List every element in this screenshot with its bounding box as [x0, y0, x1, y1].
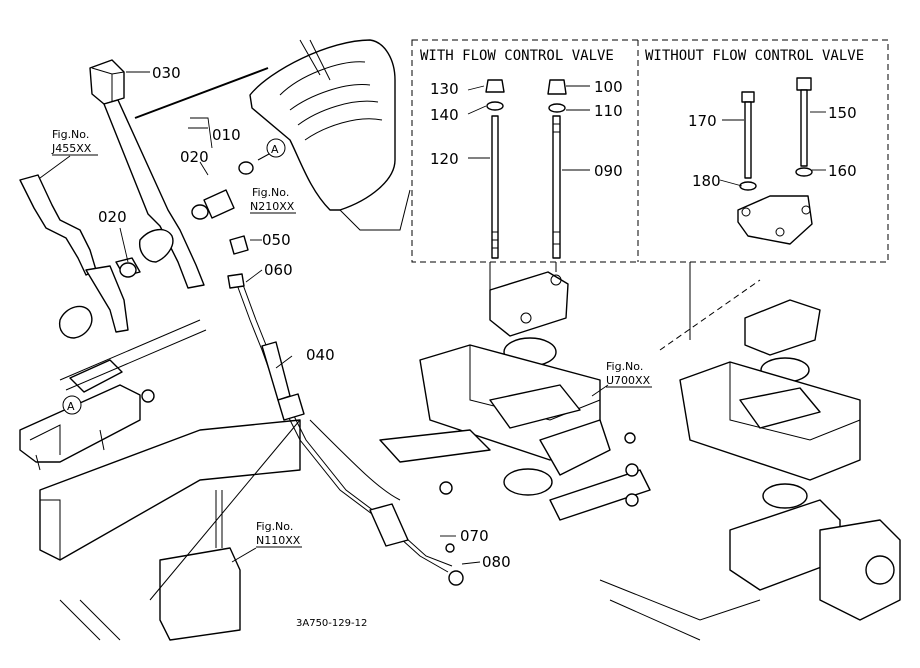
ref-j455-number: J455XX [51, 142, 92, 155]
part-070: 070 [460, 527, 489, 545]
part-090: 090 [594, 162, 623, 180]
bushings [119, 147, 281, 278]
valve-block-with-flow-control [379, 262, 651, 521]
part-030: 030 [152, 64, 181, 82]
callout-a-left: A [62, 395, 82, 415]
part-labels: 030 010 020 020 050 060 040 070 080 130 … [98, 64, 857, 571]
callout-a-top: A [266, 138, 286, 158]
part-110: 110 [594, 102, 623, 120]
part-130: 130 [430, 80, 459, 98]
part-020-upper: 020 [180, 148, 209, 166]
part-060: 060 [264, 261, 293, 279]
lower-bracket [19, 319, 301, 561]
ref-u700-number: U700XX [606, 374, 651, 387]
ref-n210-number: N210XX [250, 200, 295, 213]
ref-n110-number: N110XX [256, 534, 301, 547]
with-flow-control-title: WITH FLOW CONTROL VALVE [420, 48, 614, 64]
cable-040 [149, 235, 464, 601]
inset-parts-with-flow-control [485, 79, 567, 259]
fender-cover [249, 39, 411, 231]
part-180: 180 [692, 172, 721, 190]
ref-n110-fig-label: Fig.No. [256, 520, 293, 533]
part-140: 140 [430, 106, 459, 124]
ref-n110: Fig.No. N110XX [231, 520, 302, 563]
without-flow-control-title: WITHOUT FLOW CONTROL VALVE [645, 48, 864, 64]
ref-n210: Fig.No. N210XX [250, 186, 296, 214]
ref-n210-fig-label: Fig.No. [252, 186, 289, 199]
drawing-code: 3A750-129-12 [296, 618, 367, 629]
inset-panel: WITH FLOW CONTROL VALVE WITHOUT FLOW CON… [411, 39, 889, 263]
inset-parts-without-flow-control [737, 77, 813, 245]
valve-block-without-flow-control [599, 262, 901, 641]
leader-lines [119, 71, 826, 565]
callout-a-top-label: A [271, 143, 279, 156]
part-050: 050 [262, 231, 291, 249]
part-160: 160 [828, 162, 857, 180]
part-120: 120 [430, 150, 459, 168]
part-150: 150 [828, 104, 857, 122]
ref-j455: Fig.No. J455XX [39, 128, 98, 179]
lower-frame [59, 490, 241, 641]
left-lever-assembly [19, 174, 141, 339]
ref-u700-fig-label: Fig.No. [606, 360, 643, 373]
part-010: 010 [212, 126, 241, 144]
part-170: 170 [688, 112, 717, 130]
part-040: 040 [306, 346, 335, 364]
part-020-lower: 020 [98, 208, 127, 226]
part-100: 100 [594, 78, 623, 96]
ref-u700: Fig.No. U700XX [606, 360, 652, 388]
callout-a-left-label: A [67, 400, 75, 413]
part-080: 080 [482, 553, 511, 571]
control-lever-030 [89, 59, 269, 289]
ref-j455-fig-label: Fig.No. [52, 128, 89, 141]
